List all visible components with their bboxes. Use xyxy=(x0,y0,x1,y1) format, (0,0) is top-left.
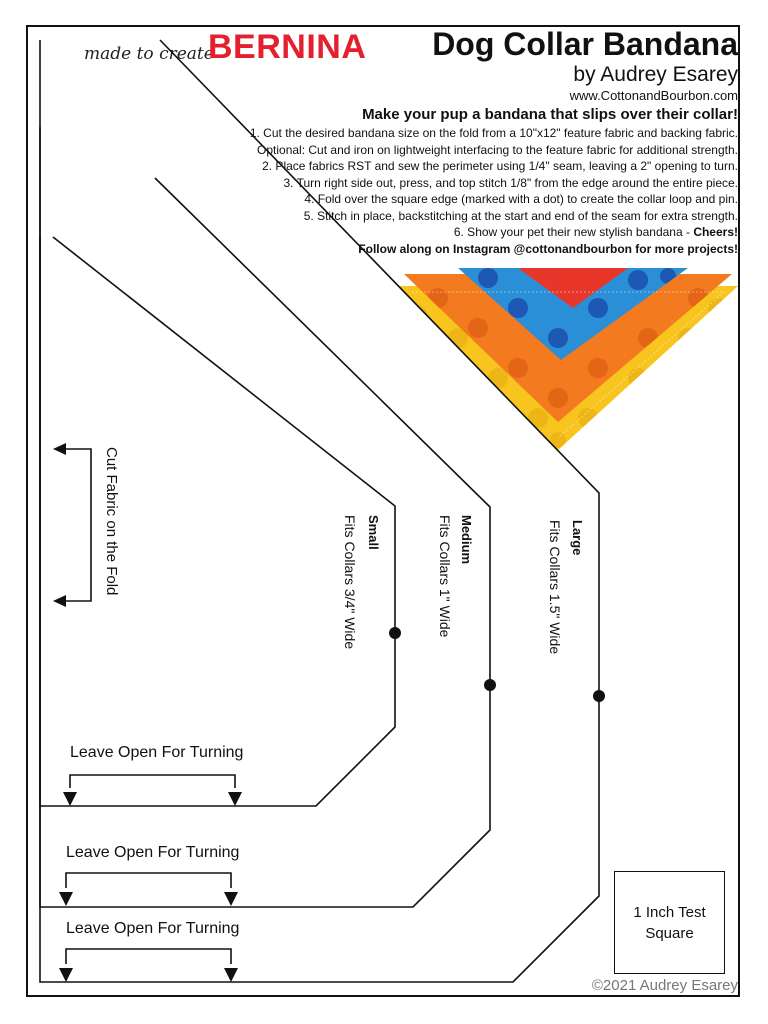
copyright: ©2021 Audrey Esarey xyxy=(591,977,738,994)
arrow-medium-left xyxy=(59,892,73,906)
fold-arrow-top xyxy=(53,443,66,455)
step-4: 4. Fold over the square edge (marked wit… xyxy=(304,192,738,206)
opening-label-small: Leave Open For Turning xyxy=(70,744,243,761)
bernina-logo: BERNINA xyxy=(208,28,367,66)
fold-dot-small xyxy=(389,627,401,639)
arrow-large-right xyxy=(224,968,238,982)
arrow-medium-right xyxy=(224,892,238,906)
step-5: 5. Stitch in place, backstitching at the… xyxy=(303,208,738,223)
size-small-fit: Fits Collars 3/4" Wide xyxy=(342,515,358,649)
test-square-line1: 1 Inch Test xyxy=(633,903,706,921)
step-1: 1. Cut the desired bandana size on the f… xyxy=(249,126,738,140)
arrow-small-right xyxy=(228,792,242,806)
small-pattern-outline xyxy=(39,236,396,807)
fold-label: Cut Fabric on the Fold xyxy=(103,447,120,595)
page-border xyxy=(26,25,740,997)
step-6: 6. Show your pet their new stylish banda… xyxy=(250,224,738,241)
step-6-text: 6. Show your pet their new stylish banda… xyxy=(453,225,694,239)
instagram-follow: Follow along on Instagram @cottonandbour… xyxy=(358,241,738,256)
step-optional: Optional: Cut and iron on lightweight in… xyxy=(257,142,738,157)
arrow-large-left xyxy=(59,968,73,982)
test-square-line2: Square xyxy=(645,924,694,942)
fold-bracket xyxy=(65,448,92,602)
size-medium-fit: Fits Collars 1" Wide xyxy=(437,515,453,638)
size-medium-name: Medium xyxy=(459,515,474,564)
opening-label-large: Leave Open For Turning xyxy=(66,920,239,937)
brand-tagline: made to create xyxy=(84,44,214,64)
page-title: Dog Collar Bandana xyxy=(432,26,738,62)
opening-bracket-small xyxy=(69,774,236,788)
size-large-name: Large xyxy=(570,520,585,555)
fold-dot-medium xyxy=(484,679,496,691)
fold-arrow-bottom xyxy=(53,595,66,607)
instructions-list: 1. Cut the desired bandana size on the f… xyxy=(250,125,738,257)
opening-label-medium: Leave Open For Turning xyxy=(66,844,239,861)
size-small-name: Small xyxy=(366,515,381,550)
bandana-photo xyxy=(398,268,738,450)
step-6-cheers: Cheers! xyxy=(693,225,738,239)
size-large-fit: Fits Collars 1.5" Wide xyxy=(547,520,563,654)
headline: Make your pup a bandana that slips over … xyxy=(362,106,738,123)
step-2: 2. Place fabrics RST and sew the perimet… xyxy=(262,159,738,173)
large-pattern-outline xyxy=(39,39,600,983)
test-square: 1 Inch Test Square xyxy=(614,871,725,974)
step-3: 3. Turn right side out, press, and top s… xyxy=(283,175,738,190)
opening-bracket-large xyxy=(65,948,232,964)
arrow-small-left xyxy=(63,792,77,806)
opening-bracket-medium xyxy=(65,872,232,888)
fold-dot-large xyxy=(593,690,605,702)
author-line: by Audrey Esarey xyxy=(573,63,738,86)
website-link[interactable]: www.CottonandBourbon.com xyxy=(569,88,738,103)
